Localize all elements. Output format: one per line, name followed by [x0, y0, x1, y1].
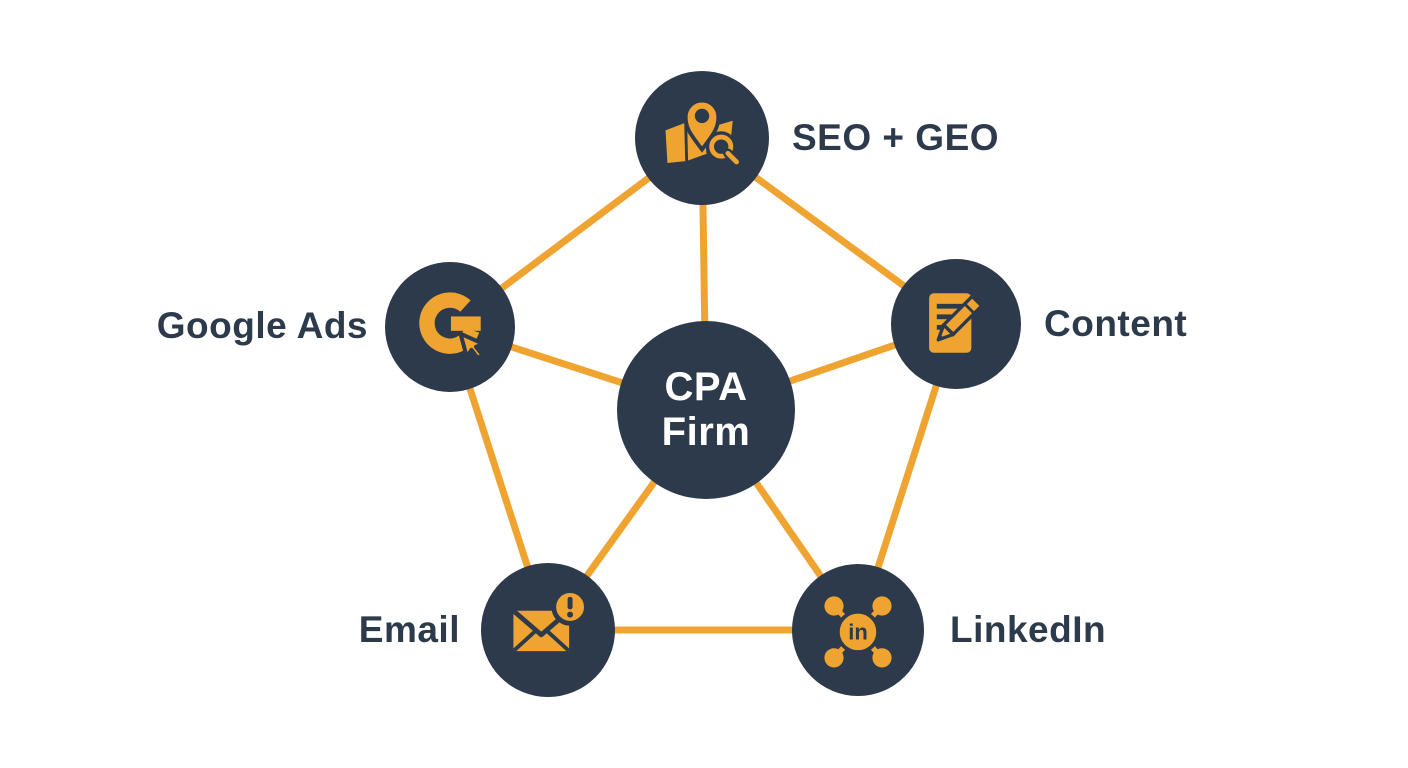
label-linkedin: LinkedIn [950, 609, 1107, 650]
node-email [481, 563, 615, 697]
map-pin-search-icon [665, 98, 743, 168]
center-label-line1: CPA [664, 365, 748, 410]
node-content [891, 259, 1021, 389]
linkedin-network-icon: in [824, 596, 892, 668]
google-g-cursor-icon [419, 292, 485, 361]
center-node-label: CPA Firm [662, 365, 751, 455]
node-seo-geo [635, 71, 769, 205]
label-seo-geo: SEO + GEO [792, 117, 1000, 158]
center-label-line2: Firm [661, 410, 751, 454]
node-linkedin: in [792, 564, 924, 696]
label-email: Email [358, 609, 460, 650]
alert-badge [551, 588, 589, 626]
label-content: Content [1044, 303, 1188, 344]
linkedin-in-glyph: in [848, 620, 868, 645]
document-pencil-icon [929, 293, 985, 353]
node-google-ads [385, 262, 515, 392]
node-cpa-firm: CPA Firm [617, 321, 795, 499]
envelope-alert-icon [511, 588, 589, 652]
label-google-ads: Google Ads [156, 305, 368, 346]
